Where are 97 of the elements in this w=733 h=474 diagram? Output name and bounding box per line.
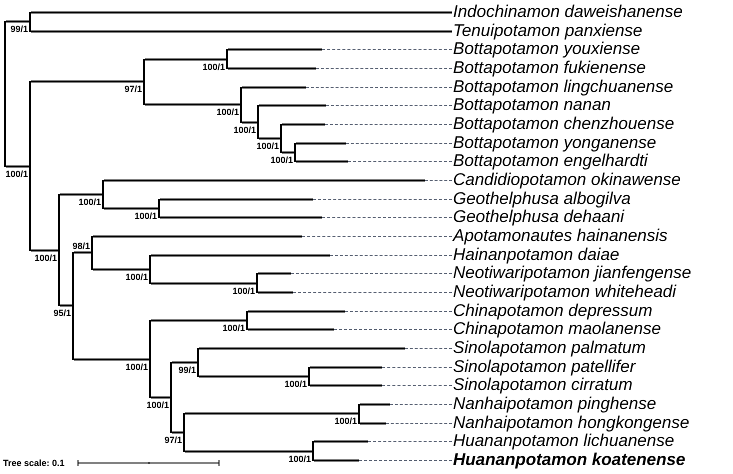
tree-branch xyxy=(172,362,197,364)
support-value: 100/1 xyxy=(125,362,148,372)
species-name: Neotiwaripotamon jianfengense xyxy=(452,264,692,282)
support-value: 100/1 xyxy=(5,169,28,179)
support-value: 100/1 xyxy=(222,323,245,333)
tree-branch xyxy=(259,104,326,106)
tree-branch xyxy=(199,376,308,378)
species-name: Bottapotamon engelhardti xyxy=(452,152,648,170)
tree-branch xyxy=(172,432,183,434)
support-value: 100/1 xyxy=(288,454,311,464)
tree-branch xyxy=(93,236,302,238)
support-value: 100/1 xyxy=(34,253,57,263)
tree-branch xyxy=(228,68,316,70)
support-value: 98/1 xyxy=(72,241,90,251)
species-name: Neotiwaripotamon whiteheadi xyxy=(452,283,676,301)
species-name: Huananpotamon koatenense xyxy=(452,451,686,469)
tree-branch xyxy=(310,384,382,386)
tree-branch xyxy=(31,12,452,14)
species-name: Sinolapotamon patellifer xyxy=(452,358,636,376)
support-value: 100/1 xyxy=(146,400,169,410)
tree-branch xyxy=(104,208,158,210)
tree-branch xyxy=(74,252,91,254)
support-value: 100/1 xyxy=(233,125,256,135)
species-name: Nanhaipotamon hongkongense xyxy=(452,414,690,432)
tree-branch xyxy=(145,58,226,60)
tree-branch xyxy=(31,30,452,32)
tree-branch xyxy=(296,142,346,144)
tree-branch xyxy=(104,180,425,182)
support-value: 97/1 xyxy=(124,84,142,94)
tree-branch xyxy=(74,358,149,360)
tree-branch xyxy=(258,292,293,294)
support-value: 100/1 xyxy=(334,416,357,426)
tree-branch xyxy=(160,216,322,218)
support-value: 97/1 xyxy=(164,435,182,445)
species-name: Indochinamon daweishanense xyxy=(452,3,683,21)
scale-label: Tree scale: 0.1 xyxy=(3,457,65,469)
tree-branch xyxy=(60,304,72,306)
tree-branch xyxy=(145,104,240,106)
tree-branch xyxy=(31,80,143,82)
tree-branch xyxy=(228,48,322,50)
species-name: Bottapotamon chenzhouense xyxy=(452,115,674,133)
tree-branch xyxy=(360,422,386,424)
tree-branch xyxy=(282,152,294,154)
species-name: Candidiopotamon okinawense xyxy=(452,171,681,189)
tree-branch xyxy=(258,272,291,274)
support-value: 100/1 xyxy=(78,197,101,207)
species-name: Apotamonautes hainanensis xyxy=(452,227,668,245)
species-name: Geothelphusa albogilva xyxy=(452,190,631,208)
species-name: Bottapotamon youxiense xyxy=(452,40,640,58)
support-value: 100/1 xyxy=(270,155,293,165)
tree-branch xyxy=(151,320,246,322)
species-name: Bottapotamon lingchuanense xyxy=(452,78,674,96)
tree-branch xyxy=(242,122,257,124)
support-value: 100/1 xyxy=(202,62,225,72)
tree-branch xyxy=(151,396,170,398)
tree-branch xyxy=(151,282,256,284)
tree-branch xyxy=(248,328,334,330)
tree-branch xyxy=(296,160,348,162)
support-value: 100/1 xyxy=(284,379,307,389)
tree-branch xyxy=(6,20,29,22)
support-value: 100/1 xyxy=(232,286,255,296)
species-name: Hainanpotamon daiae xyxy=(452,246,620,264)
tree-branch xyxy=(160,198,313,200)
species-name: Bottapotamon yonganense xyxy=(452,134,656,152)
support-value: 100/1 xyxy=(256,141,279,151)
support-value: 99/1 xyxy=(178,365,196,375)
tree-branch xyxy=(199,348,405,350)
species-name: Tenuipotamon panxiense xyxy=(452,22,642,40)
tree-branch xyxy=(242,86,306,88)
tree-branch xyxy=(93,268,149,270)
species-name: Bottapotamon fukienense xyxy=(452,59,646,77)
tree-branch xyxy=(259,138,280,140)
tree-branch xyxy=(360,404,390,406)
support-value: 100/1 xyxy=(216,107,239,117)
species-name: Nanhaipotamon pinghense xyxy=(452,395,656,413)
tree-branch xyxy=(60,194,102,196)
support-value: 100/1 xyxy=(134,211,157,221)
support-value: 95/1 xyxy=(53,308,71,318)
support-value: 99/1 xyxy=(10,24,28,34)
species-name: Geothelphusa dehaani xyxy=(452,208,624,226)
species-name: Bottapotamon nanan xyxy=(452,96,611,114)
species-name: Sinolapotamon cirratum xyxy=(452,376,633,394)
tree-branch xyxy=(31,250,58,252)
tree-branch xyxy=(248,310,345,312)
tree-branch xyxy=(314,460,359,462)
species-name: Chinapotamon depressum xyxy=(452,302,652,320)
support-value: 100/1 xyxy=(125,272,148,282)
species-name: Huananpotamon lichuanense xyxy=(452,432,674,450)
tree-branch xyxy=(185,412,358,414)
species-name: Sinolapotamon palmatum xyxy=(452,339,646,357)
tree-branch xyxy=(151,254,330,256)
tree-branch xyxy=(314,440,368,442)
tree-branch xyxy=(310,366,382,368)
tree-branch xyxy=(6,166,29,168)
species-name: Chinapotamon maolanense xyxy=(452,320,661,338)
tree-branch xyxy=(185,450,312,452)
tree-branch xyxy=(282,124,325,126)
